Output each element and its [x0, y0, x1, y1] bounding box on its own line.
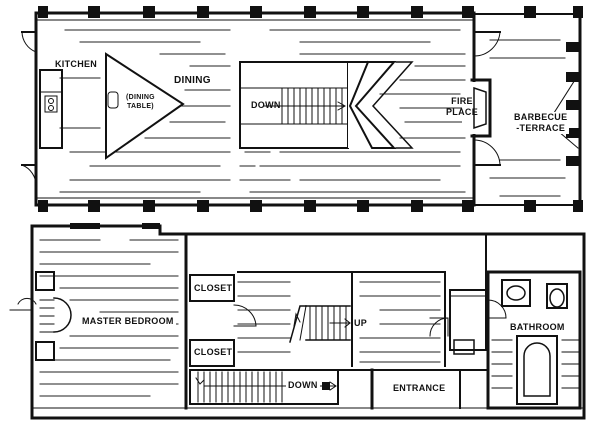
dining-table: [105, 52, 185, 160]
label-bathroom: BATHROOM: [508, 322, 567, 332]
label-fireplace-line1: FIRE: [451, 96, 473, 106]
lower-floor-plan: [9, 223, 586, 420]
label-dining-table: (DINING TABLE): [126, 93, 155, 111]
label-master-bedroom: MASTER BEDROOM: [80, 316, 176, 326]
label-stair-up: UP: [354, 318, 368, 328]
label-dining-table-line2: TABLE): [126, 103, 154, 110]
label-entrance: ENTRANCE: [393, 383, 446, 393]
lower-stair-up: [237, 271, 446, 367]
upper-floor-boards: [59, 29, 566, 197]
bathroom-fixtures: [485, 270, 582, 410]
label-terrace-line2: -TERRACE: [516, 123, 566, 133]
label-stair-down-lower: DOWN: [286, 380, 320, 390]
label-fireplace-line2: PLACE: [446, 107, 479, 117]
label-closet-top: CLOSET: [194, 283, 233, 293]
label-terrace-line1: BARBECUE: [514, 112, 568, 122]
label-stair-down-upper: DOWN: [251, 100, 281, 110]
label-fireplace: FIRE PLACE: [446, 96, 478, 118]
fireplace: [462, 78, 492, 138]
label-barbecue-terrace: BARBECUE -TERRACE: [512, 112, 570, 134]
upper-stair: [239, 60, 414, 149]
label-kitchen: KITCHEN: [55, 59, 98, 69]
label-dining-table-line1: (DINING: [126, 94, 155, 101]
upper-floor-plan: [21, 6, 583, 212]
label-closet-bottom: CLOSET: [194, 347, 233, 357]
label-dining: DINING: [172, 75, 213, 86]
bedroom-boards: [39, 239, 441, 397]
